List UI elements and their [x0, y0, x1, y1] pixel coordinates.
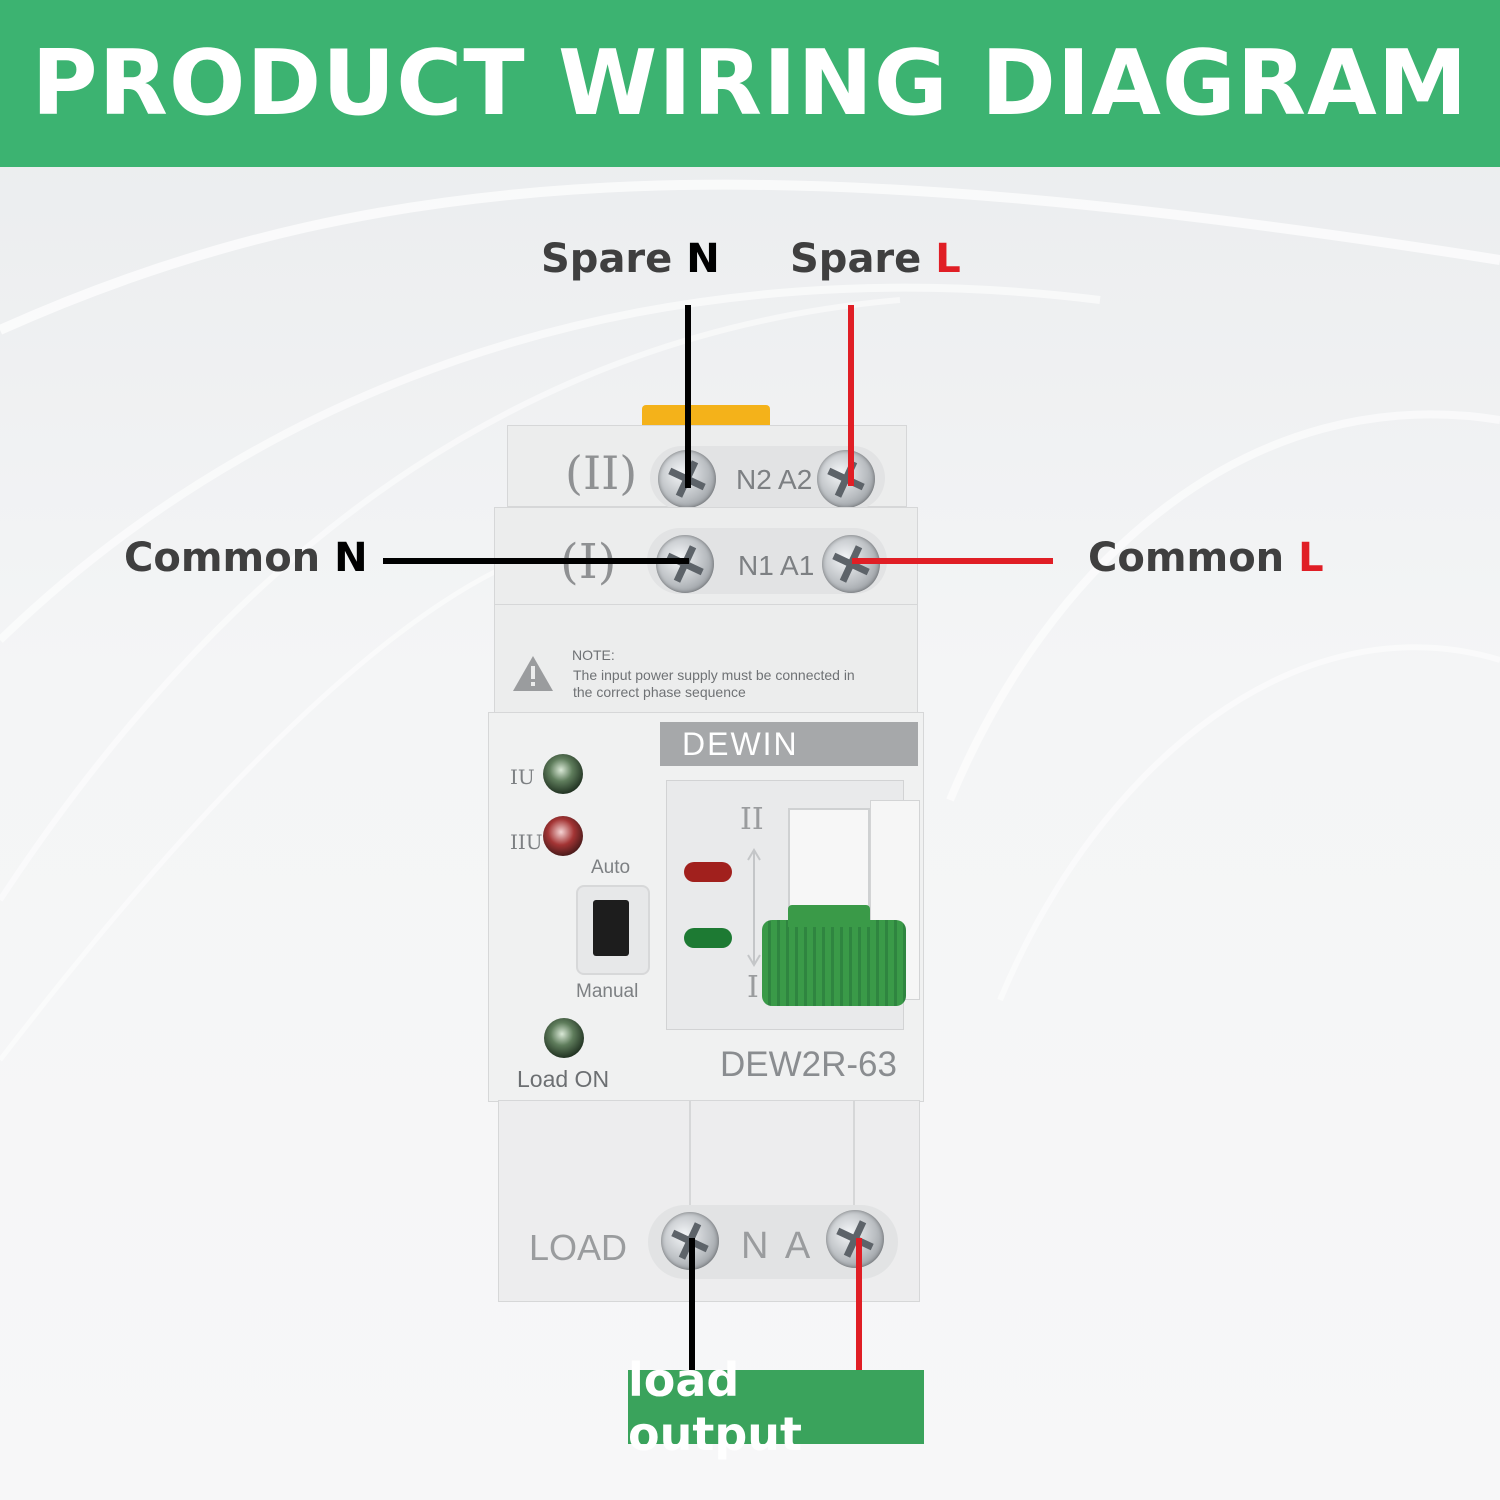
indicator-1-label: IU — [510, 765, 535, 789]
callout-common-n: Common N — [124, 535, 368, 581]
screw-load-a-icon — [826, 1210, 884, 1268]
status-window-green — [684, 928, 732, 948]
load-terminal-labels: N A — [741, 1225, 815, 1267]
callout-common-l: Common L — [1088, 535, 1324, 581]
indicator-2-label: IIU — [510, 830, 543, 854]
bottom-seam-2 — [853, 1100, 855, 1210]
spare-terminal-labels: N2 A2 — [736, 464, 813, 495]
note-line-2: the correct phase sequence — [573, 684, 746, 700]
selector-handle[interactable] — [762, 920, 906, 1006]
screw-n1-icon — [656, 535, 714, 593]
callout-common-l-terminal: L — [1298, 535, 1324, 581]
status-window-red — [684, 862, 732, 882]
callout-common-l-word: Common — [1088, 535, 1285, 581]
callout-spare-l-terminal: L — [935, 236, 961, 282]
brand-plate — [660, 722, 918, 766]
callout-common-n-word: Common — [124, 535, 321, 581]
switch-position-top: II — [740, 802, 764, 837]
model-number: DEW2R-63 — [720, 1045, 897, 1084]
brand-name: DEWIN — [682, 726, 799, 762]
load-on-lamp — [544, 1018, 584, 1058]
note-line-1: The input power supply must be connected… — [573, 667, 855, 683]
callout-spare-n-terminal: N — [686, 236, 720, 282]
common-terminal-labels: N1 A1 — [738, 550, 815, 581]
mode-switch[interactable] — [593, 900, 629, 956]
screw-n2-icon — [658, 450, 716, 508]
indicator-1-lamp — [543, 754, 583, 794]
note-title: NOTE: — [572, 647, 615, 663]
callout-spare-l-word: Spare — [790, 236, 922, 282]
callout-spare-l: Spare L — [790, 236, 961, 282]
load-on-label: Load ON — [517, 1066, 610, 1092]
callout-common-n-terminal: N — [334, 535, 368, 581]
screw-load-n-icon — [661, 1212, 719, 1270]
mode-auto-label: Auto — [591, 857, 631, 878]
screw-a1-icon — [822, 535, 880, 593]
switch-position-bottom: I — [747, 970, 759, 1005]
common-row-mark: (I) — [560, 534, 617, 590]
callout-spare-n-word: Spare — [541, 236, 673, 282]
load-terminal-caption: LOAD — [529, 1227, 628, 1268]
mode-manual-label: Manual — [576, 981, 639, 1002]
page-title: PRODUCT WIRING DIAGRAM — [31, 31, 1469, 136]
spare-row-mark: (II) — [565, 446, 638, 500]
selector-handle-top — [788, 905, 870, 927]
indicator-2-lamp — [543, 816, 583, 856]
callout-spare-n: Spare N — [541, 236, 720, 282]
header-banner: PRODUCT WIRING DIAGRAM — [0, 0, 1500, 167]
bottom-seam-1 — [689, 1100, 691, 1210]
note-panel — [494, 605, 918, 715]
screw-a2-icon — [817, 450, 875, 508]
load-output-label: load output — [628, 1353, 924, 1461]
